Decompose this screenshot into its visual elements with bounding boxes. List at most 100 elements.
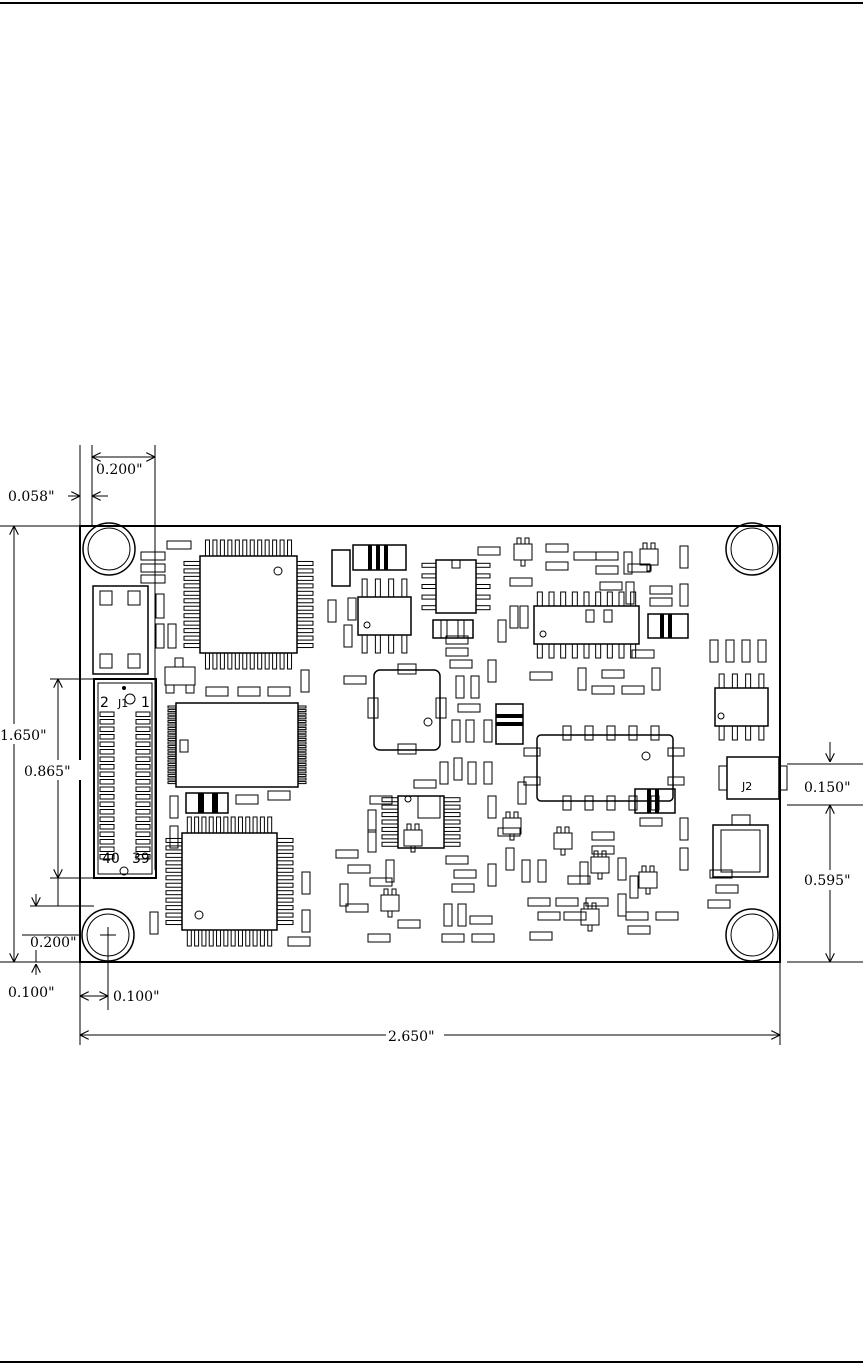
passive-component [520, 606, 528, 628]
passive-component [466, 720, 474, 742]
j1-pin [136, 825, 150, 830]
passive-component [596, 566, 618, 574]
soic-pin [382, 842, 398, 846]
soic-pin [759, 726, 764, 740]
passive-component [368, 810, 376, 832]
soic-pin [584, 644, 589, 658]
soic-pin [561, 644, 566, 658]
j1-pin [136, 727, 150, 732]
passive-component [506, 848, 514, 870]
passive-component [564, 912, 586, 920]
soic-pin [382, 835, 398, 839]
sot-device [581, 909, 599, 925]
tsop-pin [168, 717, 176, 719]
tsop-pin [168, 728, 176, 730]
soic-pin [549, 592, 554, 606]
dim-hole-left-inset-label: 0.100" [113, 989, 160, 1005]
passive-component [414, 780, 436, 788]
tsop-pin [168, 746, 176, 748]
passive-component [522, 860, 530, 882]
soic-pin [619, 592, 624, 606]
qfp-pin [235, 653, 239, 669]
tsop-pin [298, 774, 306, 776]
passive-component [538, 912, 560, 920]
passive-component [630, 876, 638, 898]
qfp-pin [184, 614, 200, 618]
passive-component [452, 884, 474, 892]
qfp-pin [238, 817, 242, 833]
soic-pin [476, 606, 490, 610]
tsop-pin [298, 767, 306, 769]
inductor-center [496, 704, 523, 744]
soic-pin [444, 842, 460, 846]
capacitor-tall-left [332, 550, 350, 586]
qfp-pin [166, 861, 182, 865]
qfp-pin [253, 930, 257, 946]
crystal-pin [563, 726, 571, 740]
passive-component [442, 934, 464, 942]
soic-pin [607, 592, 612, 606]
j1-pin [136, 840, 150, 845]
passive-component [170, 826, 178, 848]
passive-component [574, 552, 596, 560]
soic-pin [382, 827, 398, 831]
qfp-pin [243, 540, 247, 556]
qfp-pin [277, 906, 293, 910]
tsop-pin [298, 746, 306, 748]
qfp-pin [184, 606, 200, 610]
j1-pin [100, 727, 114, 732]
soic-pin [375, 635, 380, 653]
dim-connector-length-label: 0.865" [24, 764, 71, 780]
dim-mount-hole-spacing-label: 0.200" [96, 462, 143, 478]
crystal-pin [585, 796, 593, 810]
passive-component [471, 676, 479, 698]
qfp-pin [253, 817, 257, 833]
soic-pin [607, 644, 612, 658]
passive-component [452, 720, 460, 742]
soic-pin [389, 635, 394, 653]
crystal-pin [607, 726, 615, 740]
qfp-pin [213, 653, 217, 669]
qfp-pin [184, 576, 200, 580]
passive-component [370, 796, 392, 804]
inductor-left [186, 793, 228, 813]
passive-component [538, 860, 546, 882]
passive-component [726, 640, 734, 662]
j1-pin [136, 712, 150, 717]
qfp-pin [258, 540, 262, 556]
passive-component [530, 932, 552, 940]
j1-pin [136, 720, 150, 725]
soic-pin [444, 813, 460, 817]
qfp-pin [195, 817, 199, 833]
j1-pin-40-label: 40 [102, 851, 120, 867]
qfp-pin [220, 653, 224, 669]
j1-pin [136, 735, 150, 740]
soic-pin [746, 674, 751, 688]
sot-device [591, 857, 609, 873]
qfp-pin [260, 930, 264, 946]
soic-pin [444, 820, 460, 824]
qfp-pin [297, 606, 313, 610]
soic-pin [719, 674, 724, 688]
j1-pin-1-label: 1 [141, 695, 150, 711]
tsop-pin [168, 782, 176, 784]
passive-component [458, 904, 466, 926]
j1-pin [100, 802, 114, 807]
qfp-pin [246, 930, 250, 946]
passive-component [141, 564, 165, 572]
passive-component [592, 846, 614, 854]
tsop-pin [298, 753, 306, 755]
qfp-pin [209, 817, 213, 833]
passive-component [602, 670, 624, 678]
qfp-pin [220, 540, 224, 556]
passive-component [488, 864, 496, 886]
soic-pin [382, 813, 398, 817]
soic-pin [476, 574, 490, 578]
qfp-pin [187, 817, 191, 833]
qfp-pin [166, 838, 182, 842]
tsop-pin [168, 749, 176, 751]
soic-pin [549, 644, 554, 658]
tsop-pin [298, 706, 306, 708]
sot-device [381, 895, 399, 911]
j1-pin [100, 810, 114, 815]
